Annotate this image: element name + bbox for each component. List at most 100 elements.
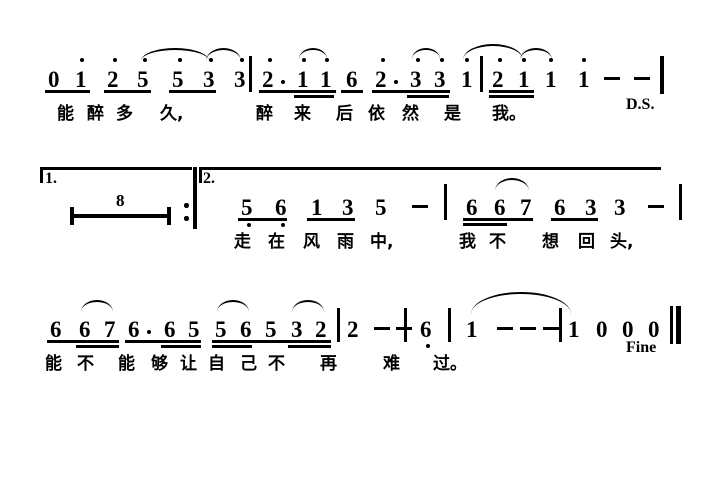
repeat-dot-lower [184, 216, 189, 221]
octave-dot-above [440, 58, 444, 62]
octave-dot-above [498, 58, 502, 62]
note: 3 [434, 67, 446, 92]
beam [489, 95, 534, 98]
beam [169, 90, 216, 93]
lyric: 头, [610, 232, 634, 252]
music-system-2: 1. 8 2. 5 6 1 3 5 6 6 7 6 3 3 [0, 150, 705, 270]
lyric: 雨 [337, 232, 354, 252]
multirest-bar [70, 214, 170, 218]
barline [444, 184, 447, 220]
octave-dot-below [247, 223, 251, 227]
note: 1 [461, 67, 473, 92]
lyric: 后 [336, 104, 353, 124]
note: 3 [234, 67, 246, 92]
note: 0 [48, 67, 60, 92]
lyric: 然 [402, 104, 419, 124]
note: 1 [311, 195, 323, 220]
note: 6 [554, 195, 566, 220]
lyric: 久, [160, 104, 184, 124]
barline [249, 56, 252, 92]
note: 3 [614, 195, 626, 220]
note: 6 [420, 317, 432, 342]
lyric: 让 [180, 354, 197, 374]
beam [463, 218, 533, 221]
beam [45, 90, 90, 93]
slur [81, 300, 113, 312]
beam [104, 90, 151, 93]
note: 3 [585, 195, 597, 220]
slur [520, 48, 552, 60]
fine-mark: Fine [626, 339, 657, 356]
repeat-dot-upper [184, 203, 189, 208]
hold-dash [520, 327, 536, 330]
barline [679, 184, 682, 220]
lyric: 不 [489, 232, 506, 252]
beam [463, 223, 507, 226]
slur [141, 48, 209, 61]
hold-dash [374, 327, 390, 330]
note: 6 [275, 195, 287, 220]
volta-2-bracket-tick [199, 167, 202, 183]
note: 1 [320, 67, 332, 92]
octave-dot-above [582, 58, 586, 62]
multirest-cap-right [167, 207, 171, 225]
beam [238, 218, 287, 221]
lyric: 多 [116, 104, 133, 124]
volta-2-label: 2. [203, 170, 215, 187]
augmentation-dot [281, 80, 285, 84]
note: 5 [172, 67, 184, 92]
beam [489, 90, 534, 93]
note: 5 [215, 317, 227, 342]
note: 5 [241, 195, 253, 220]
barline [480, 56, 483, 92]
beam [125, 340, 201, 343]
octave-dot-above [80, 58, 84, 62]
final-barline-thick [676, 306, 681, 344]
octave-dot-above [302, 58, 306, 62]
note: 6 [50, 317, 62, 342]
lyric: 能 [57, 104, 74, 124]
beam [407, 95, 449, 98]
volta-1-bracket-tick [40, 167, 43, 183]
note: 5 [188, 317, 200, 342]
note: 3 [291, 317, 303, 342]
final-barline-thin [670, 306, 673, 344]
note: 0 [596, 317, 608, 342]
music-system-1: 0 1 2 5 5 3 3 2 1 1 6 2 3 3 1 2 1 1 [0, 0, 705, 140]
note: 5 [137, 67, 149, 92]
ds-mark: D.S. [626, 96, 655, 113]
hold-dash [497, 327, 513, 330]
lyric: 能 [45, 354, 62, 374]
note: 6 [240, 317, 252, 342]
lyric: 走 [234, 232, 251, 252]
hold-dash [543, 327, 559, 330]
barline-end-of-line [660, 56, 664, 94]
note: 3 [342, 195, 354, 220]
note: 1 [518, 67, 530, 92]
note: 6 [346, 67, 358, 92]
beam [76, 345, 119, 348]
beam [212, 340, 288, 343]
octave-dot-above [268, 58, 272, 62]
note: 6 [128, 317, 140, 342]
lyric: 依 [368, 104, 385, 124]
note: 1 [578, 67, 590, 92]
note: 1 [568, 317, 580, 342]
octave-dot-above [325, 58, 329, 62]
lyric: 不 [77, 354, 94, 374]
note: 7 [520, 195, 532, 220]
augmentation-dot [394, 80, 398, 84]
music-system-3: 6 6 7 6 6 5 5 6 5 3 2 2 6 1 1 0 0 0 [0, 280, 705, 390]
lyric: 想 [542, 232, 559, 252]
lyric: 够 [151, 354, 168, 374]
lyric: 过。 [433, 354, 467, 374]
note: 1 [297, 67, 309, 92]
note: 6 [164, 317, 176, 342]
note: 2 [107, 67, 119, 92]
final-barline [670, 306, 682, 344]
lyric: 中, [370, 232, 394, 252]
note: 1 [466, 317, 478, 342]
octave-dot-below [281, 223, 285, 227]
note: 0 [648, 317, 660, 342]
octave-dot-above [549, 58, 553, 62]
